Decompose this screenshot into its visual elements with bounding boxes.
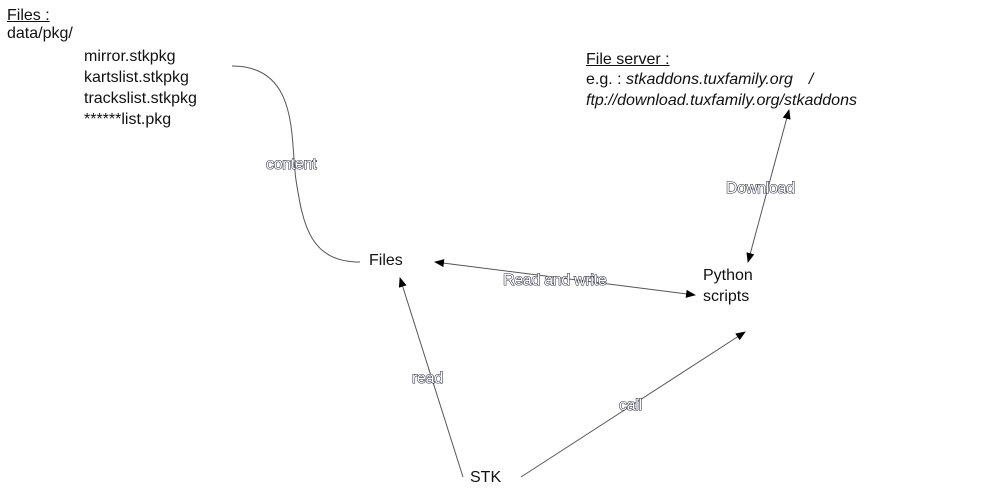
files-block-title: Files : (7, 7, 50, 24)
edge-label-read-and-write: Read and write (503, 272, 607, 289)
edge-content (231, 65, 361, 263)
file-server-ftp-url: ftp://download.tuxfamily.org/stkaddons (586, 92, 857, 109)
edge-label-call: call (619, 397, 642, 414)
file-server-separator: / (808, 71, 814, 88)
edge-download (746, 109, 791, 263)
file-server-host: stkaddons.tuxfamily.org (626, 71, 793, 88)
edge-call (520, 331, 746, 478)
edge-label-content: content (266, 156, 317, 173)
file-item-trackslist: trackslist.stkpkg (84, 90, 197, 107)
file-item-mirror: mirror.stkpkg (84, 48, 176, 65)
edge-read-and-write (434, 259, 696, 298)
file-server-title: File server : (586, 51, 670, 68)
file-server-example: e.g. : stkaddons.tuxfamily.org / (586, 70, 813, 89)
node-files: Files (369, 252, 403, 269)
file-server-example-prefix: e.g. : (586, 71, 627, 88)
edge-label-read: read (412, 370, 443, 387)
node-python-line1: Python (703, 267, 753, 284)
edge-read (398, 277, 464, 478)
node-stk: STK (470, 469, 502, 486)
file-item-kartslist: kartslist.stkpkg (84, 69, 189, 86)
files-block-path: data/pkg/ (7, 25, 73, 42)
file-item-list-pkg: ******list.pkg (84, 111, 172, 128)
node-python-line2: scripts (703, 288, 750, 305)
edge-label-download: Download (726, 180, 795, 197)
